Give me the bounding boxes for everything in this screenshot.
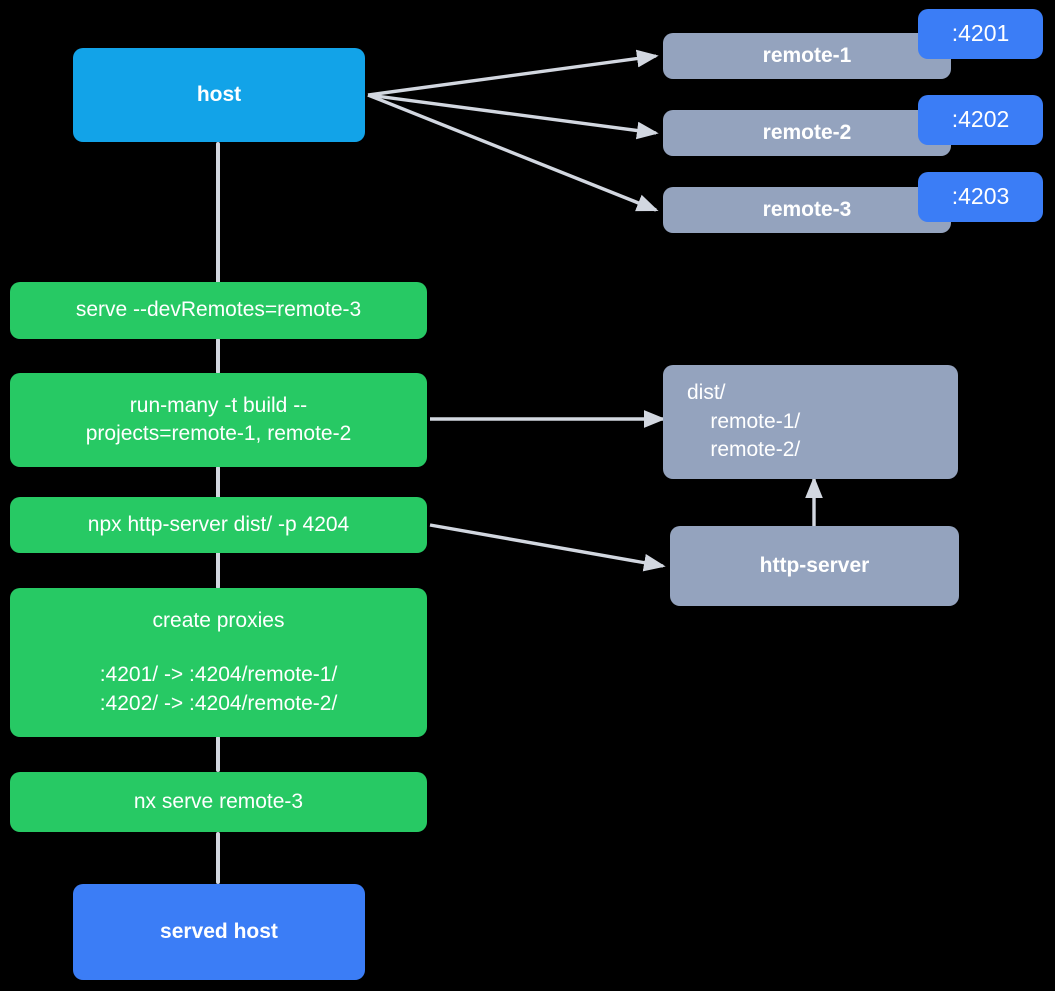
port-badge-remote-1: :4201	[918, 9, 1043, 59]
node-command-create-proxies-mapping-1: :4201/ -> :4204/remote-1/	[99, 663, 338, 687]
node-command-serve-devremotes-label: serve --devRemotes=remote-3	[75, 298, 362, 322]
node-http-server[interactable]: http-server	[670, 526, 959, 606]
node-command-run-many-line-1: run-many -t build --	[129, 393, 308, 417]
node-http-server-label: http-server	[759, 553, 870, 577]
spine-serve-to-runmany	[216, 338, 220, 374]
node-command-run-many-line-2: projects=remote-1, remote-2	[85, 422, 352, 445]
node-dist-folder-line-3: remote-2/	[687, 438, 801, 462]
node-host-label: host	[196, 82, 242, 106]
node-remote-2[interactable]: remote-2	[663, 110, 951, 156]
edge-host-to-remote-2	[367, 93, 659, 140]
node-dist-folder-line-2: remote-1/	[687, 409, 801, 433]
port-badge-remote-3-label: :4203	[951, 183, 1010, 210]
spine-host-to-serve	[216, 142, 220, 284]
node-remote-2-label: remote-2	[762, 120, 852, 144]
node-command-npx-http-server-label: npx http-server dist/ -p 4204	[87, 512, 350, 536]
node-command-npx-http-server[interactable]: npx http-server dist/ -p 4204	[10, 497, 427, 553]
node-host[interactable]: host	[73, 48, 365, 142]
port-badge-remote-3: :4203	[918, 172, 1043, 222]
node-command-create-proxies-mapping-2: :4202/ -> :4204/remote-2/	[99, 691, 338, 715]
node-command-create-proxies-title: create proxies	[152, 608, 285, 632]
edge-npx-to-httpserver	[429, 523, 666, 572]
node-served-host-label: served host	[160, 919, 278, 943]
port-badge-remote-2: :4202	[918, 95, 1043, 145]
node-command-nx-serve-remote-3[interactable]: nx serve remote-3	[10, 772, 427, 832]
node-command-create-proxies[interactable]: create proxies :4201/ -> :4204/remote-1/…	[10, 588, 427, 737]
node-command-serve-devremotes[interactable]: serve --devRemotes=remote-3	[10, 282, 427, 339]
port-badge-remote-2-label: :4202	[951, 106, 1010, 133]
node-command-nx-serve-remote-3-label: nx serve remote-3	[133, 789, 304, 813]
edge-host-to-remote-1	[367, 49, 659, 97]
node-remote-3[interactable]: remote-3	[663, 187, 951, 233]
node-command-run-many[interactable]: run-many -t build -- projects=remote-1, …	[10, 373, 427, 467]
node-remote-3-label: remote-3	[762, 197, 852, 221]
node-remote-1[interactable]: remote-1	[663, 33, 951, 79]
spine-proxies-to-nxserve	[216, 736, 220, 772]
node-served-host[interactable]: served host	[73, 884, 365, 980]
spine-runmany-to-npx	[216, 466, 220, 499]
node-remote-1-label: remote-1	[762, 43, 852, 67]
node-dist-folder-line-1: dist/	[687, 381, 726, 405]
spine-npx-to-proxies	[216, 551, 220, 589]
port-badge-remote-1-label: :4201	[951, 20, 1010, 47]
spine-nxserve-to-servedhost	[216, 832, 220, 884]
node-dist-folder[interactable]: dist/ remote-1/ remote-2/	[663, 365, 958, 479]
edge-host-to-remote-3	[367, 93, 659, 212]
